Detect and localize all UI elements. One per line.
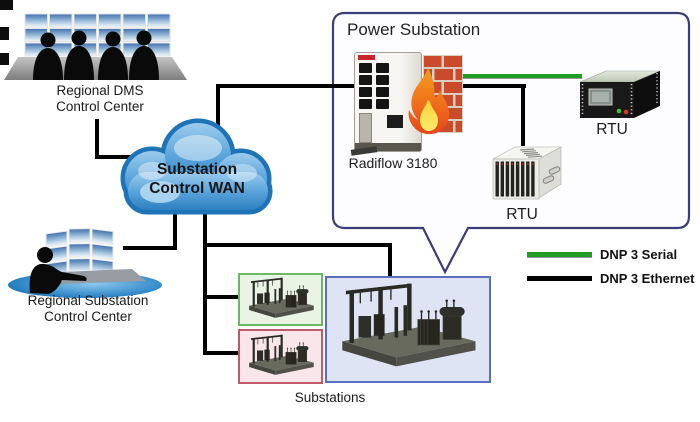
radiflow-switch xyxy=(350,52,422,156)
flame-icon xyxy=(408,68,450,135)
red-led xyxy=(623,109,629,115)
wan-cloud xyxy=(120,118,273,215)
ethernet-link-cloud-ps-h xyxy=(216,84,358,88)
substation-art-blue xyxy=(329,280,487,379)
rtu-rack-label: RTU xyxy=(596,121,628,138)
power-substation-title: Power Substation xyxy=(347,20,481,39)
ethernet-link-dms-h xyxy=(95,155,147,159)
legend-swatch-serial xyxy=(527,252,592,258)
radiflow-label: Radiflow 3180 xyxy=(348,155,438,171)
ethernet-link-blue-h xyxy=(203,243,392,247)
regional-dms-label: Regional DMS Control Center xyxy=(56,83,144,114)
rtu-cage-label: RTU xyxy=(506,206,538,223)
substation-image-blue xyxy=(325,276,491,383)
rtu-rack-device xyxy=(579,70,661,118)
substation-art-red xyxy=(241,333,321,381)
operator-silhouettes xyxy=(33,30,159,80)
substation-art-green xyxy=(241,276,321,324)
ethernet-link-green-h xyxy=(203,295,241,299)
ethernet-link-red-h xyxy=(203,351,241,355)
regional-substation-scene xyxy=(8,228,162,298)
ethernet-link-rsc-v xyxy=(173,212,177,250)
monitor-wall-partial-column xyxy=(0,0,13,65)
substation-image-red xyxy=(238,329,323,384)
ethernet-link-fw-rtu-h xyxy=(462,84,526,88)
ethernet-link-fw-rtu-v xyxy=(521,84,525,146)
operator-at-desk-silhouette xyxy=(29,247,87,294)
regional-dms-scene xyxy=(0,0,187,80)
regional-substation-label: Regional Substation Control Center xyxy=(27,293,149,324)
legend-label-serial: DNP 3 Serial xyxy=(600,247,678,262)
rtu-cage-device xyxy=(492,146,562,200)
substation-image-green xyxy=(238,273,323,326)
wan-cloud-label: Substation Control WAN xyxy=(149,161,245,197)
ethernet-link-rsc-h xyxy=(123,246,177,250)
din-rail-base xyxy=(355,143,421,151)
serial-connector xyxy=(359,113,372,143)
card-slots xyxy=(495,161,535,197)
legend-label-ethernet: DNP 3 Ethernet xyxy=(600,271,695,286)
ethernet-link-blue-v xyxy=(388,243,392,278)
ethernet-trunk-v xyxy=(203,208,207,355)
ethernet-link-dms-v xyxy=(95,119,99,159)
terminal-block xyxy=(387,115,403,128)
ethernet-ports xyxy=(359,63,389,109)
substations-label: Substations xyxy=(294,390,366,405)
radiflow-logo xyxy=(358,55,375,60)
legend-swatch-ethernet xyxy=(527,276,592,281)
serial-link-fw-rtu xyxy=(460,74,582,79)
green-led xyxy=(616,108,622,114)
ethernet-link-cloud-ps-v xyxy=(216,84,220,129)
control-room-floor xyxy=(4,57,187,80)
